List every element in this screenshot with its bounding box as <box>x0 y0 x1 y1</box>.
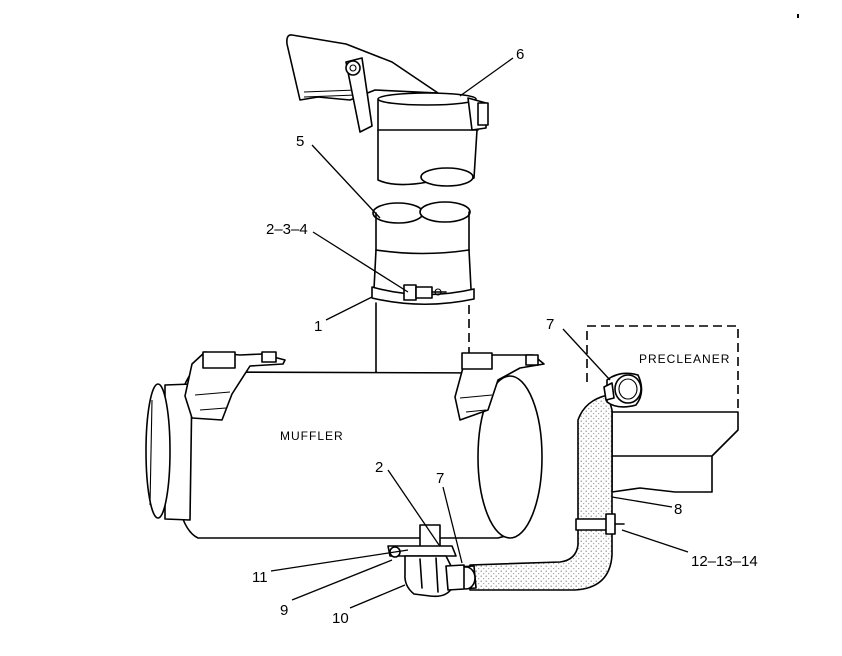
callout-2-bottom: 2 <box>375 459 383 476</box>
precleaner-top-box <box>586 325 739 412</box>
callout-12-13-14: 12–13–14 <box>691 553 758 570</box>
precleaner-label: PRECLEANER <box>639 352 730 366</box>
hose-stippled <box>469 394 613 591</box>
callout-7-top: 7 <box>546 316 554 333</box>
leader-lines <box>270 57 689 609</box>
callout-11: 11 <box>252 569 268 586</box>
rain-cap-assembly <box>286 34 489 187</box>
callout-2-3-4: 2–3–4 <box>266 221 308 238</box>
muffler-body <box>145 351 545 550</box>
precleaner-body <box>611 411 739 493</box>
rain-cap-bottom-opening <box>420 167 474 187</box>
callout-1: 1 <box>314 318 322 335</box>
right-mount-bracket <box>454 354 545 421</box>
exhaust-stack <box>372 201 472 290</box>
drain-elbow-fitting <box>387 545 465 598</box>
hinge-bolt <box>345 60 361 76</box>
band-clamp <box>371 284 475 306</box>
callout-9: 9 <box>280 602 288 619</box>
elbow-body <box>404 555 453 598</box>
stray-mark <box>797 14 799 18</box>
callout-5: 5 <box>296 133 304 150</box>
callout-7-bottom: 7 <box>436 470 444 487</box>
muffler-label: MUFFLER <box>280 429 344 443</box>
callout-8: 8 <box>674 501 682 518</box>
callout-6: 6 <box>516 46 524 63</box>
muffler-end-cap <box>477 375 543 539</box>
callout-10: 10 <box>332 610 349 627</box>
